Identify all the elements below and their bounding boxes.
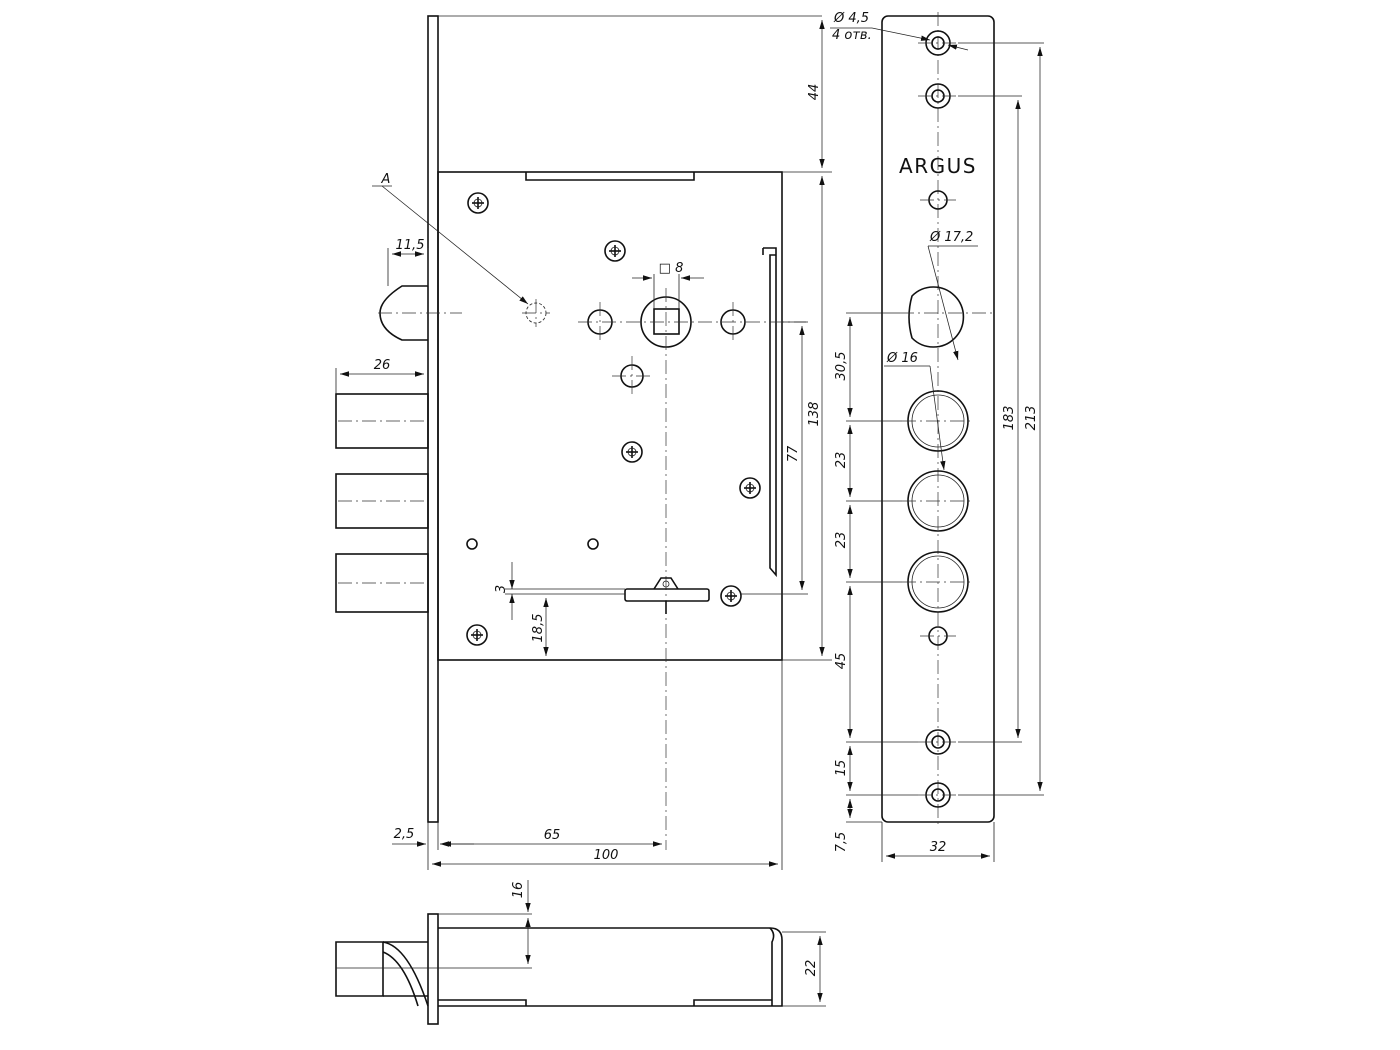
side-view: 16 22 [335, 880, 826, 1025]
detail-label-a: A [381, 172, 391, 187]
faceplate-view: ARGUS Ø 4,5 4 отв. [830, 11, 1044, 862]
dim-body-thickness: 22 [804, 960, 819, 977]
screw-3 [621, 441, 643, 463]
front-view: 44 138 77 3 18,5 11,5 26 A □ 8 [335, 15, 832, 870]
dim-backset: 65 [544, 828, 561, 843]
mount-hole-3 [918, 729, 958, 755]
dim-faceplate-thickness: 2,5 [394, 827, 415, 842]
dim-spindle-to-bolt: 30,5 [834, 352, 849, 381]
lock-body [437, 171, 783, 661]
dim-top-offset: 44 [807, 84, 822, 101]
dim-latch-length: 11,5 [396, 238, 425, 253]
screw-4 [739, 477, 761, 499]
dim-faceplate-183: 183 [1002, 406, 1017, 431]
dim-cylinder-hole-diameter: Ø 17,2 [929, 230, 973, 245]
mount-hole-4 [918, 782, 958, 808]
screw-5 [720, 585, 742, 607]
dim-height-77: 77 [786, 445, 801, 462]
dim-mount-hole-count: 4 отв. [832, 28, 872, 43]
dim-body-depth: 100 [594, 848, 619, 863]
dim-bolt-length: 26 [374, 358, 391, 373]
side-bolt [335, 941, 384, 997]
dim-faceplate-width: 32 [930, 840, 947, 855]
lever [624, 577, 710, 614]
dim-lever-height: 18,5 [531, 614, 546, 643]
dim-lever-offset: 3 [494, 585, 509, 593]
bolt-hole-1 [902, 390, 974, 452]
dim-bolt-hole-diameter: Ø 16 [886, 351, 918, 366]
bolt-hole-3 [902, 551, 974, 613]
dim-bolt-pitch-2: 23 [834, 532, 849, 549]
mount-hole-1 [918, 30, 958, 56]
brand-logo: ARGUS [899, 154, 977, 178]
bolt-1 [335, 393, 429, 449]
dim-side-bolt-16: 16 [511, 882, 526, 899]
front-faceplate [427, 15, 439, 823]
screw-2 [604, 240, 626, 262]
screw-1 [467, 192, 489, 214]
side-body [438, 927, 783, 1007]
bolt-2 [335, 473, 429, 529]
cylinder-hole [908, 286, 965, 348]
dim-hole-pitch-15: 15 [834, 760, 849, 777]
mount-hole-2 [918, 83, 958, 109]
dim-bolt-pitch-1: 23 [834, 452, 849, 469]
screw-6 [466, 624, 488, 646]
bolt-3 [335, 553, 429, 613]
dim-edge-offset: 7,5 [834, 832, 849, 853]
side-faceplate [427, 913, 439, 1025]
dim-mount-hole-diameter: Ø 4,5 [833, 11, 869, 26]
bolt-hole-2 [902, 470, 974, 532]
dim-faceplate-213: 213 [1024, 406, 1039, 431]
dim-height-138: 138 [807, 402, 822, 427]
dim-spindle-square: □ 8 [659, 261, 684, 276]
dim-bottom-offset: 45 [834, 653, 849, 670]
side-rail [763, 247, 777, 578]
spindle-square [653, 308, 680, 335]
